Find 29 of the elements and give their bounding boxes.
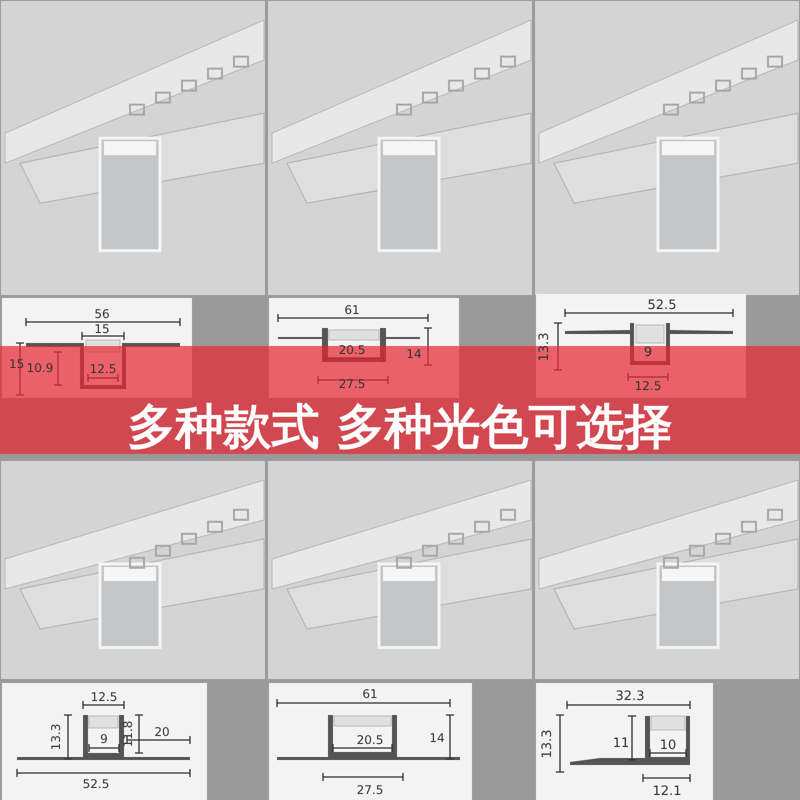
dimension-value: 14	[406, 347, 422, 361]
dimension-value: 12.1	[652, 784, 682, 799]
dimension-value: 9	[100, 732, 108, 746]
dimension-value: 52.5	[82, 777, 110, 791]
dimension-value: 11.8	[121, 720, 135, 748]
dimension-value: 61	[362, 687, 378, 701]
dimension-value: 10.9	[26, 361, 54, 375]
dimension-value: 15	[94, 322, 110, 336]
dimension-value: 13.3	[540, 730, 555, 758]
dimension-value: 52.5	[648, 298, 676, 313]
dimension-value: 32.3	[616, 689, 644, 704]
dimension-value: 61	[344, 303, 360, 317]
dimension-value: 20.5	[338, 343, 366, 357]
dimension-value: 12.5	[90, 690, 118, 704]
dimension-value: 13.3	[49, 724, 63, 750]
dimension-value: 13.3	[537, 332, 552, 362]
dimension-value: 10	[660, 738, 676, 753]
dimension-value: 15	[9, 357, 24, 371]
dimension-value: 11	[612, 736, 630, 751]
dimension-value: 27.5	[338, 377, 366, 391]
dimension-value: 12.5	[634, 379, 662, 393]
banner-headline: 多种款式 多种光色可选择	[128, 399, 672, 455]
dimension-value: 14	[429, 731, 445, 745]
dimension-value: 20.5	[356, 733, 384, 747]
dimension-value: 20	[154, 725, 170, 739]
dimension-value: 56	[94, 307, 110, 321]
dimension-value: 12.5	[90, 362, 116, 376]
dimension-value: 27.5	[356, 783, 384, 797]
dimension-value: 9	[644, 345, 652, 360]
